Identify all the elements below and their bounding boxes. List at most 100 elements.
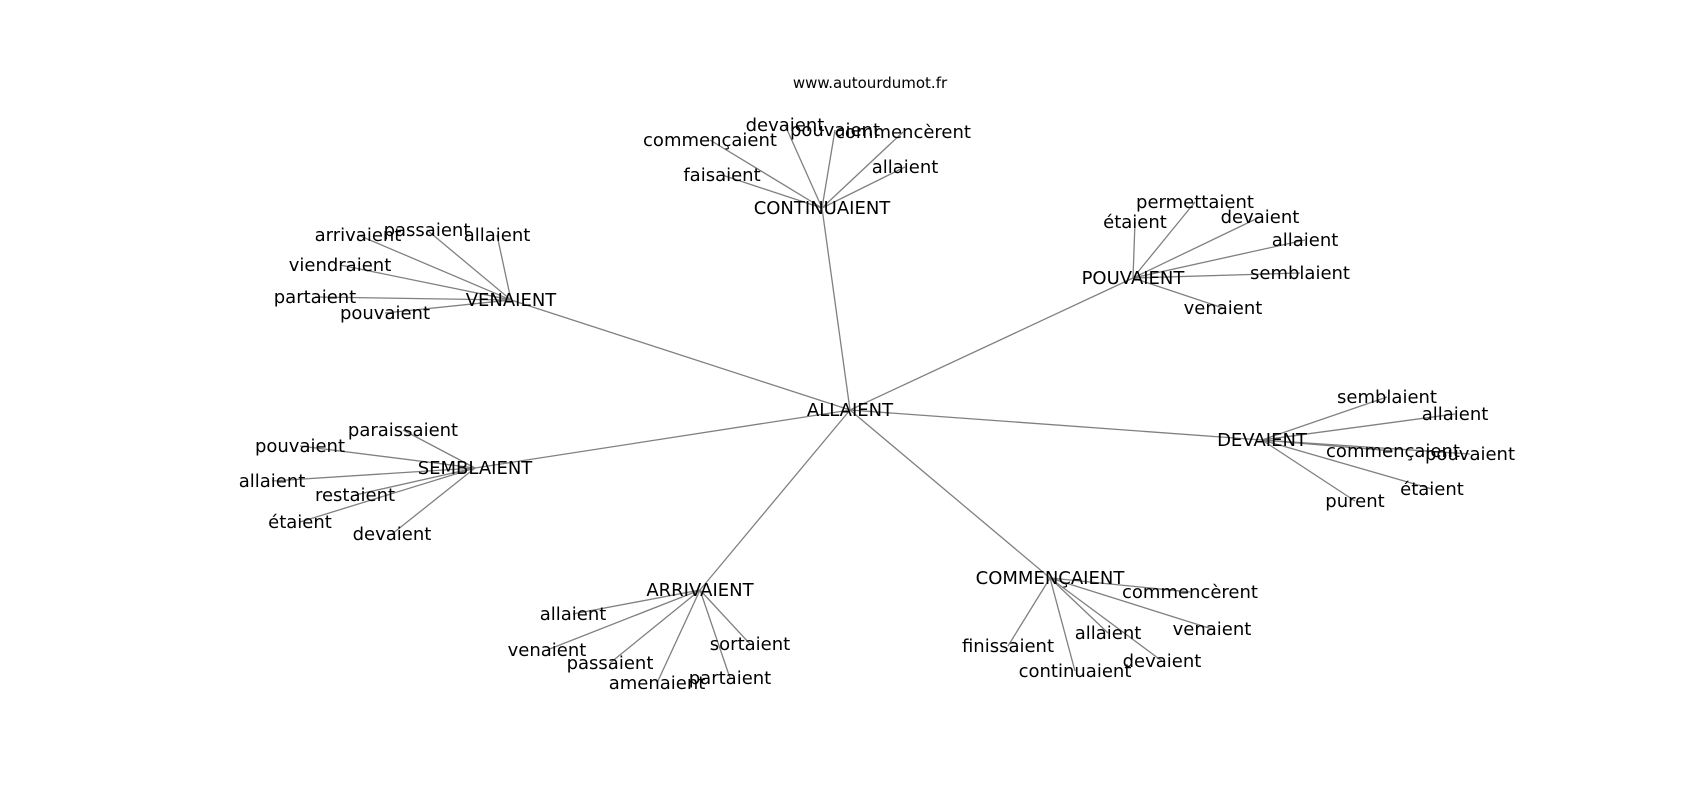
- hub-label-venaient: VENAIENT: [466, 290, 558, 311]
- edge-continuaient-leaf-3: [709, 139, 823, 209]
- leaf-label-devaient-2: commençaient: [1326, 441, 1460, 462]
- edge-pouvaient-leaf-1: [1132, 221, 1136, 279]
- hub-label-semblaient: SEMBLAIENT: [418, 458, 534, 479]
- leaf-label-devaient-4: étaient: [1400, 479, 1464, 500]
- edge-devaient-leaf-1: [1261, 413, 1456, 441]
- edge-arrivaient-leaf-4: [656, 589, 701, 684]
- edge-root-pouvaient: [849, 277, 1134, 411]
- edge-commencaient-leaf-3: [1007, 577, 1051, 647]
- leaf-label-semblaient-4: étaient: [268, 512, 332, 533]
- leaf-label-commencaient-4: devaient: [1123, 651, 1202, 672]
- edge-root-arrivaient: [699, 409, 851, 591]
- edge-commencaient-leaf-2: [1049, 577, 1109, 634]
- hub-label-devaient: DEVAIENT: [1217, 430, 1308, 451]
- edge-continuaient-leaf-1: [821, 129, 836, 209]
- edge-continuaient-leaf-2: [821, 131, 904, 209]
- leaf-label-semblaient-3: restaient: [315, 485, 395, 506]
- edge-venaient-leaf-0: [357, 234, 512, 301]
- leaf-label-venaient-0: arrivaient: [315, 225, 402, 246]
- edge-devaient-leaf-5: [1261, 439, 1356, 502]
- edge-root-commencaient: [849, 409, 1051, 579]
- edge-commencaient-leaf-0: [1049, 577, 1191, 593]
- leaf-label-arrivaient-0: allaient: [540, 604, 607, 625]
- edge-venaient-leaf-2: [496, 234, 512, 301]
- edges-layer: [271, 124, 1471, 684]
- leaf-label-commencaient-2: allaient: [1075, 623, 1142, 644]
- edge-pouvaient-leaf-2: [1132, 216, 1261, 279]
- leaf-label-pouvaient-0: permettaient: [1136, 192, 1254, 213]
- leaf-label-continuaient-5: allaient: [872, 157, 939, 178]
- leaf-label-venaient-3: viendraient: [289, 255, 392, 276]
- edge-venaient-leaf-5: [384, 299, 512, 314]
- edge-pouvaient-leaf-3: [1132, 239, 1306, 279]
- leaf-label-arrivaient-4: amenaient: [609, 673, 706, 694]
- leaf-label-devaient-3: pouvaient: [1425, 444, 1515, 465]
- leaf-label-semblaient-5: devaient: [353, 524, 432, 545]
- edge-root-venaient: [510, 299, 851, 411]
- leaf-label-devaient-1: allaient: [1422, 404, 1489, 425]
- edge-semblaient-leaf-4: [299, 467, 476, 523]
- leaf-label-continuaient-3: commençaient: [643, 130, 777, 151]
- leaf-label-arrivaient-2: passaient: [567, 653, 654, 674]
- edge-semblaient-leaf-5: [391, 467, 476, 535]
- edge-semblaient-leaf-0: [402, 429, 476, 469]
- hub-label-pouvaient: POUVAIENT: [1082, 268, 1186, 289]
- leaf-label-venaient-5: pouvaient: [340, 303, 430, 324]
- leaf-label-venaient-2: allaient: [464, 225, 531, 246]
- labels-layer: devaientpouvaientcommencèrentcommençaien…: [239, 115, 1515, 694]
- leaf-label-continuaient-0: devaient: [746, 115, 825, 136]
- edge-devaient-leaf-3: [1261, 439, 1471, 455]
- edge-commencaient-leaf-4: [1049, 577, 1163, 662]
- root-label: ALLAIENT: [807, 400, 894, 421]
- leaf-label-pouvaient-3: allaient: [1272, 230, 1339, 251]
- edge-root-continuaient: [821, 207, 851, 411]
- edge-pouvaient-leaf-0: [1132, 201, 1196, 279]
- leaf-label-devaient-5: purent: [1325, 491, 1384, 512]
- leaf-label-arrivaient-1: venaient: [508, 640, 587, 661]
- leaf-label-continuaient-1: pouvaient: [790, 120, 880, 141]
- leaf-label-continuaient-2: commencèrent: [835, 122, 971, 143]
- edge-arrivaient-leaf-3: [699, 589, 751, 645]
- hub-label-commencaient: COMMENÇAIENT: [976, 568, 1126, 589]
- edge-commencaient-leaf-1: [1049, 577, 1213, 630]
- edge-devaient-leaf-0: [1261, 396, 1388, 441]
- leaf-label-commencaient-5: continuaient: [1019, 661, 1132, 682]
- edge-venaient-leaf-4: [314, 296, 512, 301]
- edge-venaient-leaf-1: [426, 229, 512, 301]
- edge-arrivaient-leaf-5: [699, 589, 731, 679]
- edge-arrivaient-leaf-0: [572, 589, 701, 615]
- leaf-label-semblaient-2: allaient: [239, 471, 306, 492]
- leaf-label-venaient-4: partaient: [274, 287, 357, 308]
- hub-label-arrivaient: ARRIVAIENT: [646, 580, 754, 601]
- edge-commencaient-leaf-5: [1049, 577, 1076, 672]
- edge-continuaient-leaf-0: [784, 124, 823, 209]
- leaf-label-semblaient-1: pouvaient: [255, 436, 345, 457]
- edge-semblaient-leaf-1: [299, 445, 476, 469]
- edge-continuaient-leaf-5: [821, 166, 906, 209]
- edge-root-semblaient: [474, 409, 851, 469]
- leaf-label-semblaient-0: paraissaient: [348, 420, 458, 441]
- hub-label-continuaient: CONTINUAIENT: [754, 198, 892, 219]
- leaf-label-arrivaient-3: sortaient: [710, 634, 790, 655]
- edge-semblaient-leaf-3: [354, 467, 476, 496]
- leaf-label-devaient-0: semblaient: [1337, 387, 1437, 408]
- leaf-label-pouvaient-4: semblaient: [1250, 263, 1350, 284]
- edge-root-devaient: [849, 409, 1263, 441]
- leaf-label-commencaient-1: venaient: [1173, 619, 1252, 640]
- leaf-label-continuaient-4: faisaient: [683, 165, 760, 186]
- leaf-label-venaient-1: passaient: [384, 220, 471, 241]
- leaf-label-pouvaient-1: étaient: [1103, 212, 1167, 233]
- source-credit: www.autourdumot.fr: [793, 74, 948, 92]
- edge-devaient-leaf-4: [1261, 439, 1433, 490]
- leaf-label-commencaient-0: commencèrent: [1122, 582, 1258, 603]
- leaf-label-pouvaient-5: venaient: [1184, 298, 1263, 319]
- edge-arrivaient-leaf-2: [609, 589, 701, 664]
- edge-pouvaient-leaf-4: [1132, 272, 1301, 279]
- leaf-label-pouvaient-2: devaient: [1221, 207, 1300, 228]
- leaf-label-commencaient-3: finissaient: [962, 636, 1054, 657]
- edge-semblaient-leaf-2: [271, 467, 476, 482]
- edge-continuaient-leaf-4: [721, 174, 823, 209]
- edge-arrivaient-leaf-1: [546, 589, 701, 651]
- edge-pouvaient-leaf-5: [1132, 277, 1224, 309]
